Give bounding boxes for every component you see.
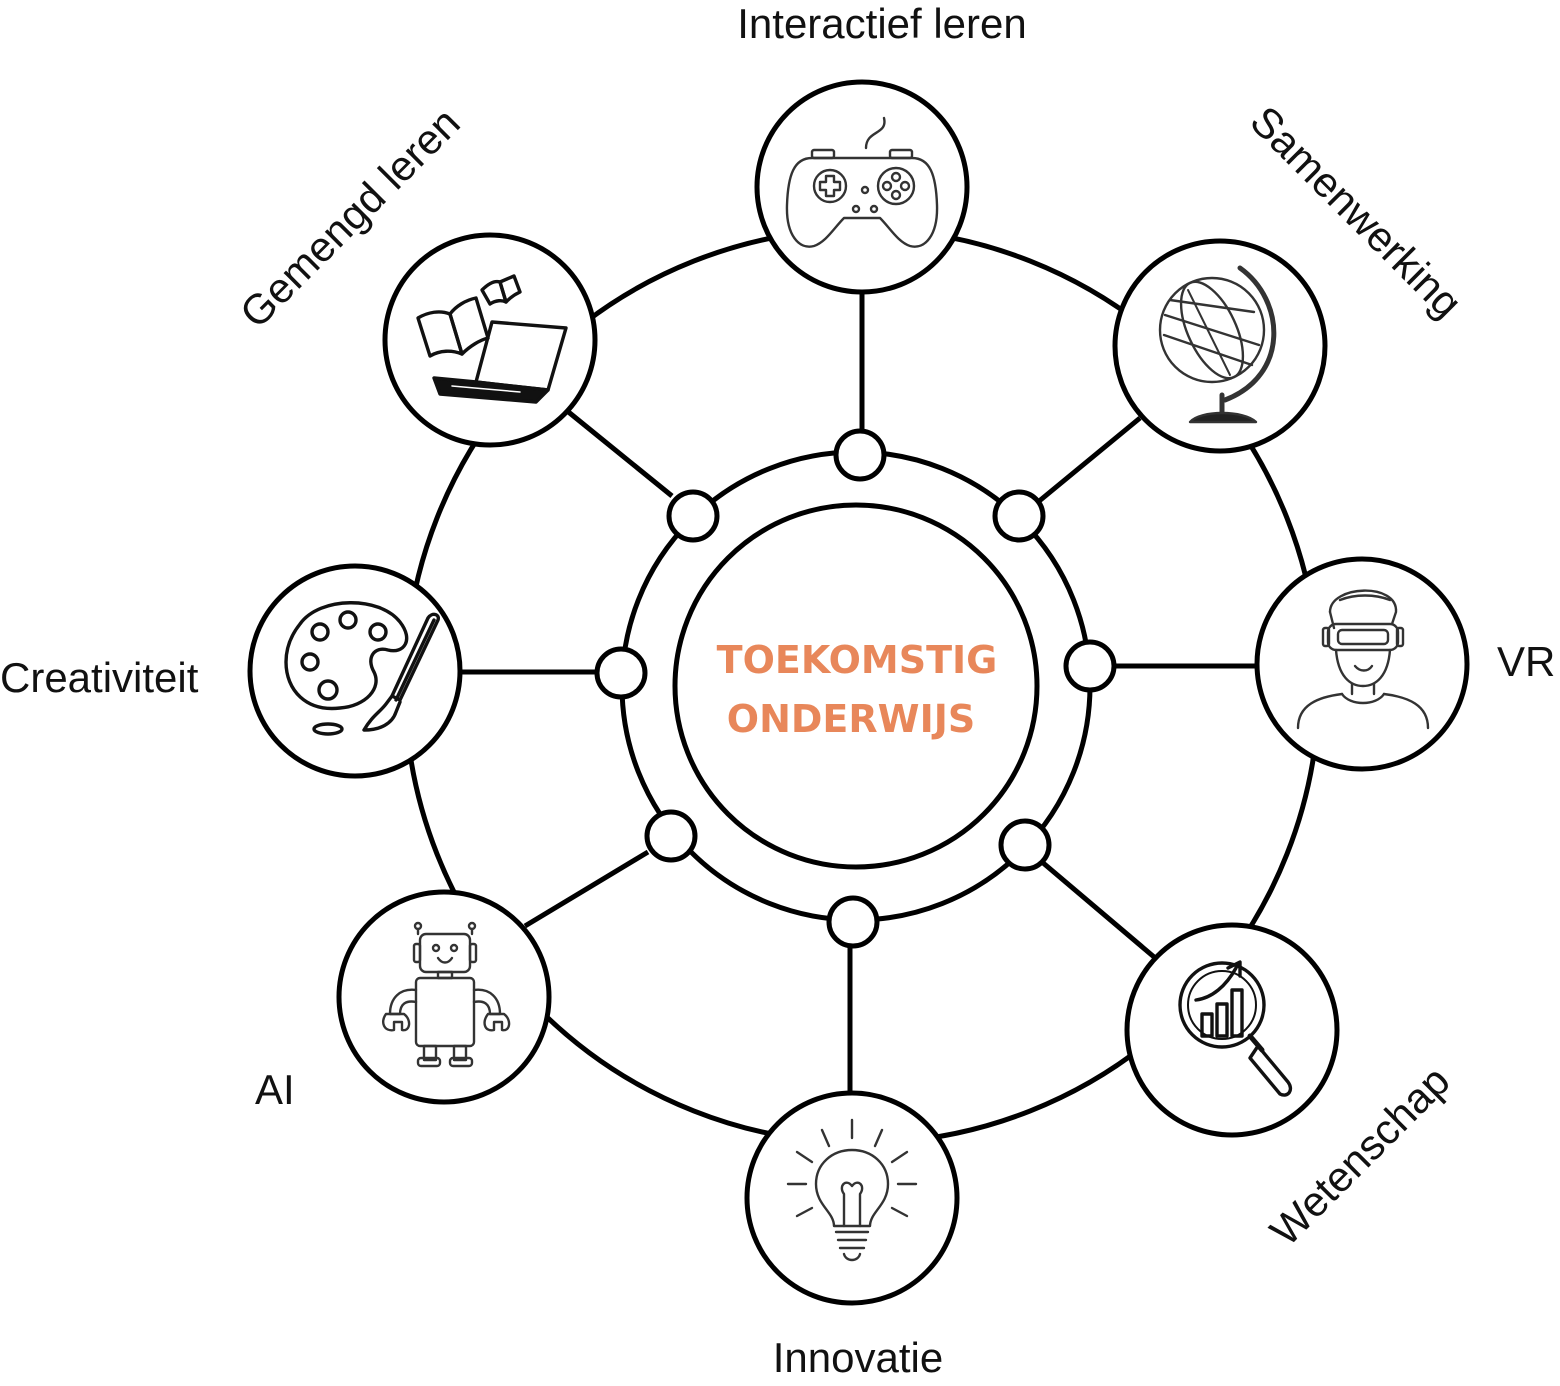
connector-top: [833, 428, 887, 482]
spokes: [461, 292, 1260, 1092]
vr-headset-person-icon: [1296, 589, 1430, 730]
label-creativiteit: Creativiteit: [0, 654, 199, 701]
node-ai: [336, 889, 552, 1105]
center-title-line1: TOEKOMSTIG: [717, 638, 998, 682]
globe-icon: [1158, 265, 1277, 424]
connector-right: [1063, 639, 1117, 693]
connector-left: [594, 646, 648, 700]
label-interactief-leren: Interactief leren: [737, 0, 1027, 47]
books-laptop-icon: [416, 274, 568, 404]
node-wetenschap: [1124, 922, 1340, 1138]
connector-top-left: [666, 489, 720, 543]
palette-brush-icon: [284, 601, 440, 736]
label-innovatie: Innovatie: [773, 1334, 943, 1381]
spoke-samenwerking: [1036, 416, 1142, 504]
robot-icon: [382, 921, 511, 1068]
node-innovatie: [744, 1090, 960, 1306]
node-interactief-leren: [754, 79, 970, 295]
connector-top-right: [992, 489, 1046, 543]
spoke-gemengd-leren: [564, 408, 674, 498]
center-hub: [672, 502, 1040, 870]
node-gemengd-leren: [382, 232, 598, 448]
connectors: [594, 428, 1117, 949]
connector-bottom-right: [998, 818, 1052, 872]
node-creativiteit: [247, 563, 463, 779]
magnifier-chart-icon: [1178, 960, 1293, 1097]
label-ai: AI: [255, 1066, 295, 1113]
lightbulb-icon: [786, 1118, 918, 1262]
label-vr: VR: [1497, 638, 1555, 685]
connector-bottom: [826, 895, 880, 949]
spoke-ai: [523, 849, 650, 929]
connector-bottom-left: [644, 809, 698, 863]
node-samenwerking: [1112, 238, 1328, 454]
center-title-line2: ONDERWIJS: [727, 697, 975, 741]
node-vr: [1254, 556, 1470, 772]
game-controller-icon: [785, 116, 939, 248]
spoke-wetenschap: [1040, 860, 1162, 964]
